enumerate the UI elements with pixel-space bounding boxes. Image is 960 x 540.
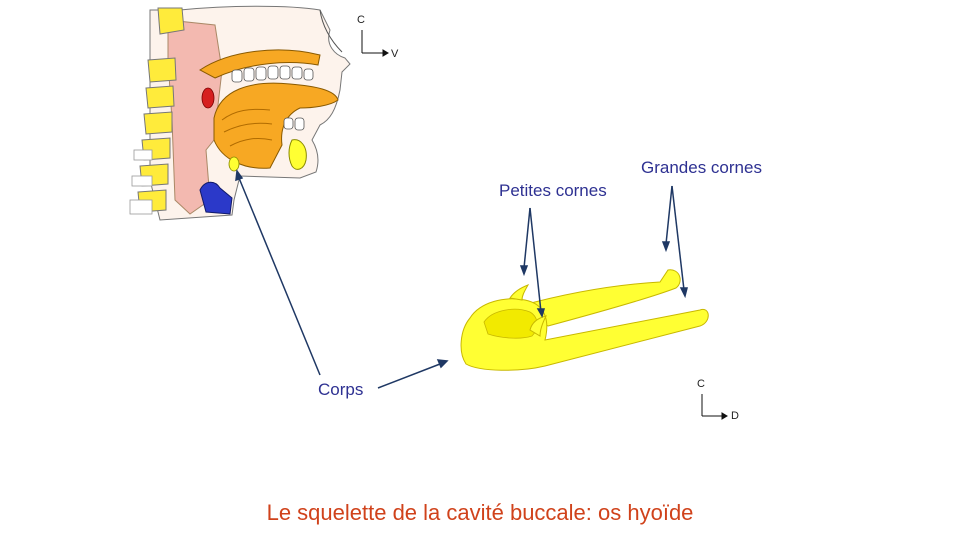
slide-caption: Le squelette de la cavité buccale: os hy… [266,500,694,525]
tongue [213,82,339,169]
axis-head-vertical-label: C [357,14,365,26]
lesser-horn-left [509,284,530,301]
mandible [288,139,307,170]
hyoid-in-head [228,156,240,172]
lesser-horn-right [529,315,547,337]
tongue-ridges [221,108,273,147]
axis-bone-vertical-label: C [697,378,705,390]
label-petites-cornes: Petites cornes [499,181,607,200]
uvula [201,87,215,109]
larynx [199,181,233,215]
lower-teeth [283,117,305,131]
axis-head-horizontal-label: V [391,48,399,60]
label-corps: Corps [318,380,364,399]
upper-teeth [231,65,314,83]
axis-bone-horizontal-label: D [731,410,739,422]
label-grandes-cornes: Grandes cornes [641,158,762,177]
palate [199,49,321,79]
greater-horn-upper [518,269,681,327]
